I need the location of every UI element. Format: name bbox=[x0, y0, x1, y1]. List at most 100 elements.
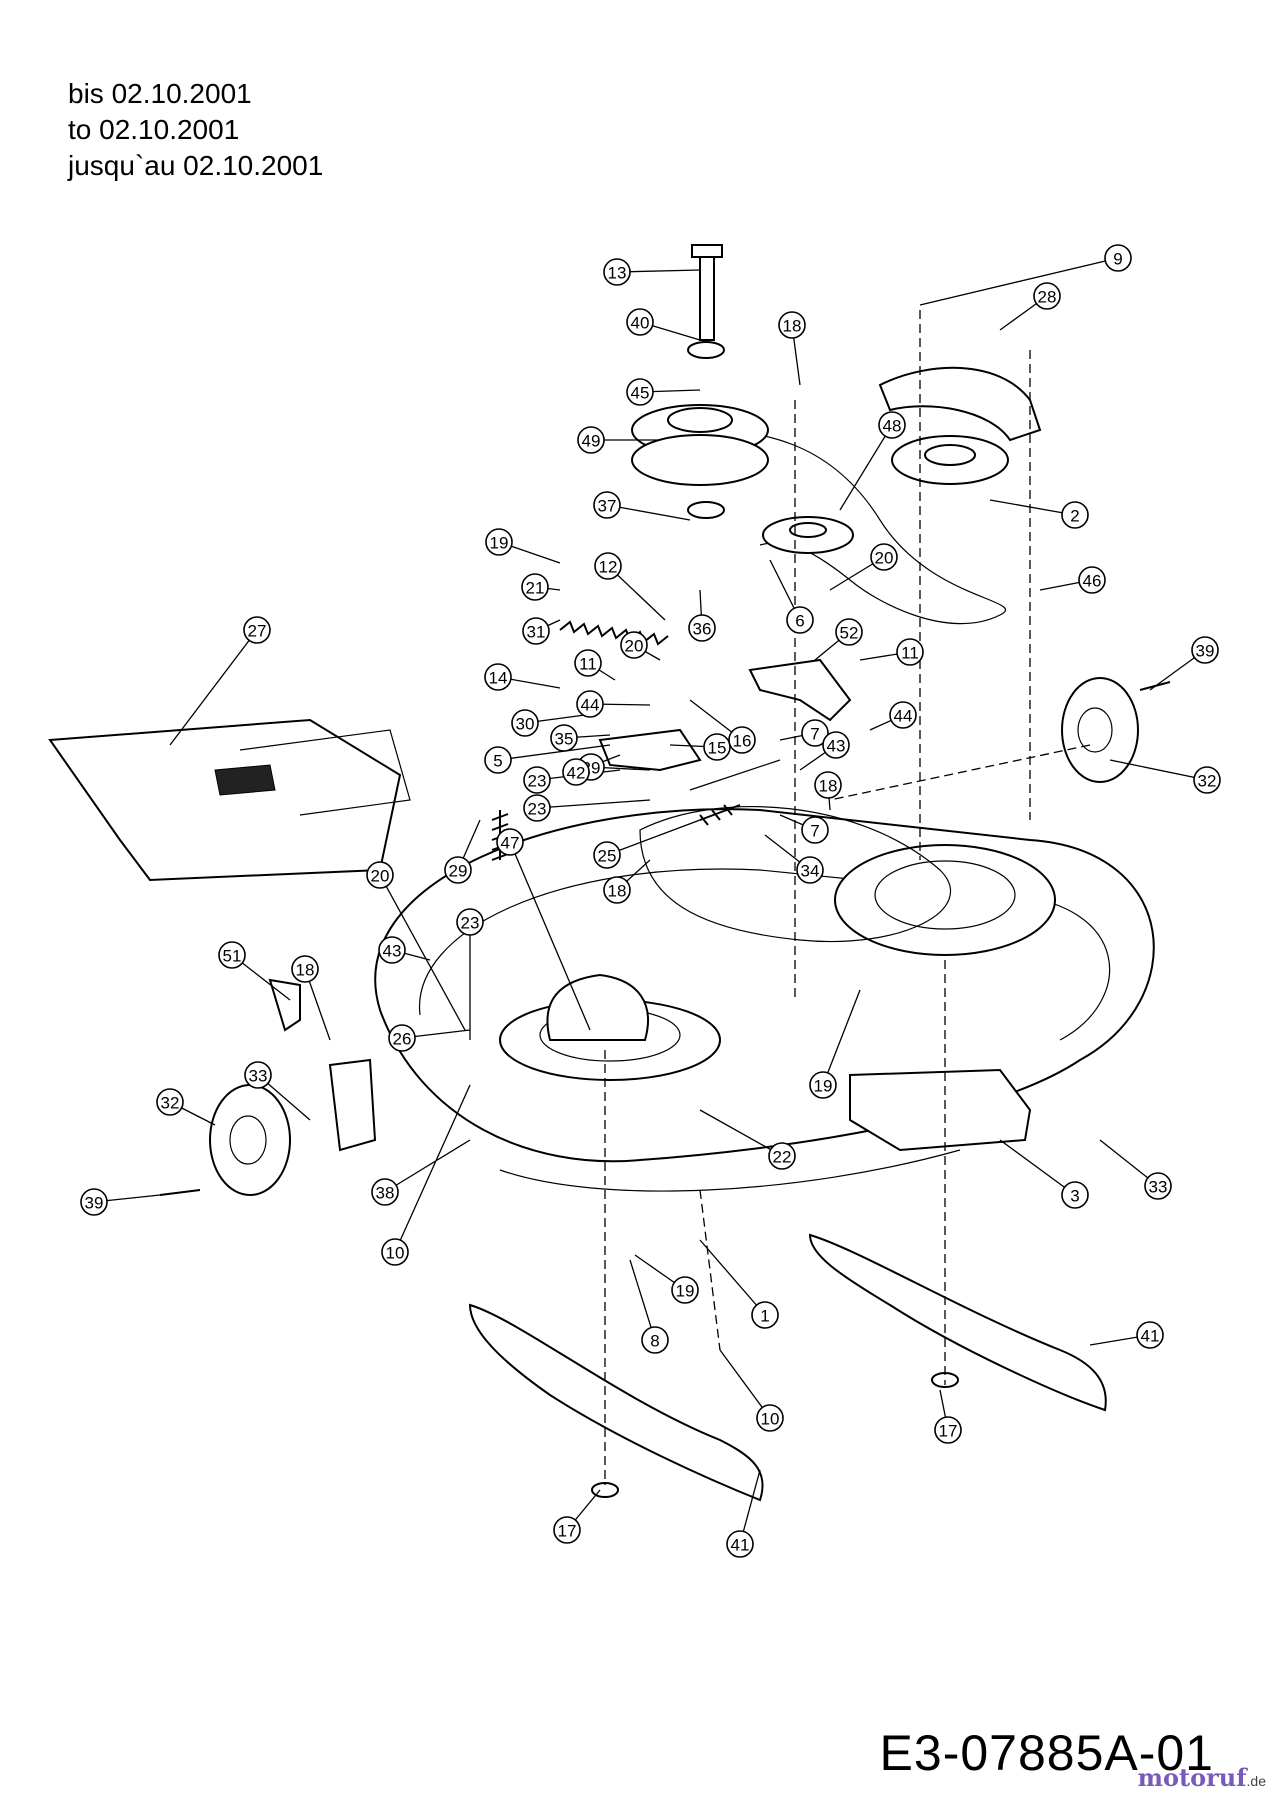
callout-circle bbox=[1104, 244, 1132, 272]
spindle-bolt-head bbox=[691, 244, 723, 258]
callout-33: 33 bbox=[244, 1061, 272, 1089]
callout-17: 17 bbox=[934, 1416, 962, 1444]
callout-number-23: 23 bbox=[528, 772, 547, 791]
callout-number-18: 18 bbox=[608, 882, 627, 901]
leader-2 bbox=[989, 499, 1076, 516]
callout-circle bbox=[934, 1416, 962, 1444]
callout-number-9: 9 bbox=[1113, 250, 1122, 269]
callout-number-40: 40 bbox=[631, 314, 650, 333]
callout-35: 35 bbox=[550, 724, 578, 752]
watermark-logo: motoruf.de bbox=[1137, 1763, 1266, 1792]
callout-circle bbox=[896, 638, 924, 666]
callout-circle bbox=[1193, 766, 1221, 794]
callout-number-37: 37 bbox=[598, 497, 617, 516]
left-wheel-hub bbox=[229, 1115, 267, 1165]
spacer-40 bbox=[687, 341, 725, 359]
callout-circle bbox=[626, 378, 654, 406]
callout-number-49: 49 bbox=[582, 432, 601, 451]
callout-circle bbox=[593, 841, 621, 869]
validity-line-fr: jusqu`au 02.10.2001 bbox=[68, 150, 324, 181]
callout-1: 1 bbox=[751, 1301, 779, 1329]
callout-51: 51 bbox=[218, 941, 246, 969]
callout-number-12: 12 bbox=[599, 558, 618, 577]
callout-19: 19 bbox=[809, 1071, 837, 1099]
callout-number-29: 29 bbox=[449, 862, 468, 881]
callout-20: 20 bbox=[620, 631, 648, 659]
callout-5: 5 bbox=[484, 746, 512, 774]
leader-25 bbox=[606, 819, 701, 856]
deck-rim-line bbox=[419, 868, 1111, 1041]
callout-47: 47 bbox=[496, 828, 524, 856]
callout-10: 10 bbox=[756, 1404, 784, 1432]
callout-circle bbox=[801, 719, 829, 747]
front-bracket bbox=[849, 1068, 1032, 1152]
callout-46: 46 bbox=[1078, 566, 1106, 594]
callout-circle bbox=[778, 311, 806, 339]
left-spindle-dome bbox=[546, 973, 649, 1041]
right-wheel-hub bbox=[1077, 707, 1113, 753]
callout-14: 14 bbox=[484, 663, 512, 691]
main-pulley-bottom bbox=[631, 434, 769, 486]
callout-number-28: 28 bbox=[1038, 288, 1057, 307]
leader-9 bbox=[919, 257, 1119, 306]
callout-circle bbox=[456, 908, 484, 936]
side-bracket-left bbox=[328, 1058, 377, 1152]
callout-37: 37 bbox=[593, 491, 621, 519]
callout-18: 18 bbox=[778, 311, 806, 339]
callout-43: 43 bbox=[822, 731, 850, 759]
callout-44: 44 bbox=[889, 701, 917, 729]
callout-13: 13 bbox=[603, 258, 631, 286]
validity-note: bis 02.10.2001 to 02.10.2001 jusqu`au 02… bbox=[68, 76, 323, 184]
callout-number-47: 47 bbox=[501, 834, 520, 853]
callout-number-33: 33 bbox=[1149, 1178, 1168, 1197]
callout-52: 52 bbox=[835, 618, 863, 646]
callout-circle bbox=[1136, 1321, 1164, 1349]
callout-number-15: 15 bbox=[708, 739, 727, 758]
callout-33: 33 bbox=[1144, 1172, 1172, 1200]
callout-2: 2 bbox=[1061, 501, 1089, 529]
callout-number-14: 14 bbox=[489, 669, 508, 688]
callout-31: 31 bbox=[522, 617, 550, 645]
callout-circle bbox=[1144, 1172, 1172, 1200]
callout-circle bbox=[574, 649, 602, 677]
callout-circle bbox=[550, 724, 578, 752]
callout-circle bbox=[1191, 636, 1219, 664]
callout-circle bbox=[728, 726, 756, 754]
callout-21: 21 bbox=[521, 573, 549, 601]
callout-number-33: 33 bbox=[249, 1067, 268, 1086]
callout-circle bbox=[388, 1024, 416, 1052]
callout-number-3: 3 bbox=[1070, 1187, 1079, 1206]
callout-number-38: 38 bbox=[376, 1184, 395, 1203]
callout-circle bbox=[484, 663, 512, 691]
callout-circle bbox=[156, 1088, 184, 1116]
callout-12: 12 bbox=[594, 552, 622, 580]
callout-number-11: 11 bbox=[579, 655, 597, 674]
callout-number-7: 7 bbox=[810, 822, 819, 841]
leader-3 bbox=[999, 1139, 1076, 1196]
callout-number-17: 17 bbox=[939, 1422, 958, 1441]
callout-25: 25 bbox=[593, 841, 621, 869]
callout-22: 22 bbox=[768, 1142, 796, 1170]
callout-number-32: 32 bbox=[1198, 772, 1217, 791]
callout-18: 18 bbox=[814, 771, 842, 799]
callout-circle bbox=[485, 528, 513, 556]
callout-number-26: 26 bbox=[393, 1030, 412, 1049]
leader-8 bbox=[629, 1259, 656, 1341]
callout-number-27: 27 bbox=[248, 622, 267, 641]
callout-number-30: 30 bbox=[516, 715, 535, 734]
belt-on-deck bbox=[639, 806, 952, 943]
callout-circle bbox=[809, 1071, 837, 1099]
callout-40: 40 bbox=[626, 308, 654, 336]
callout-circle bbox=[378, 936, 406, 964]
callout-circle bbox=[786, 606, 814, 634]
callout-32: 32 bbox=[1193, 766, 1221, 794]
bracket-51 bbox=[268, 978, 301, 1032]
callout-number-18: 18 bbox=[783, 317, 802, 336]
bracket-52 bbox=[748, 658, 852, 722]
callout-circle bbox=[522, 617, 550, 645]
callout-circle bbox=[878, 411, 906, 439]
leader-1 bbox=[699, 1239, 766, 1316]
callout-circle bbox=[1033, 282, 1061, 310]
validity-line-de: bis 02.10.2001 bbox=[68, 78, 252, 109]
